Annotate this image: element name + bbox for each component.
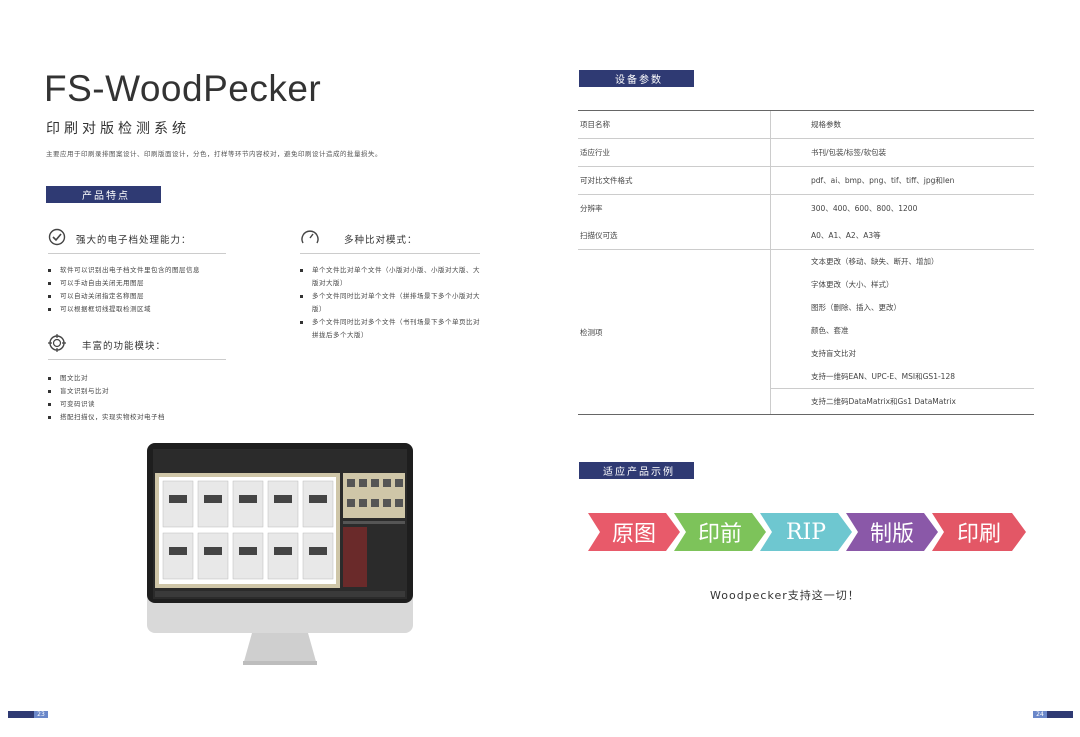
table-cell: A0、A1、A2、A3等 (811, 231, 881, 240)
feature-list: 图文比对 盲文识别与比对 可变码识读 搭配扫描仪，实现实物校对电子档 (48, 372, 226, 424)
table-cell: 支持二维码DataMatrix和Gs1 DataMatrix (811, 397, 956, 406)
feature-title: 丰富的功能模块： (82, 340, 167, 352)
list-item: 可以根据框切线提取检测区域 (48, 303, 226, 316)
table-cell: 文本更改（移动、缺失、断开、增加） (811, 257, 939, 266)
page-subtitle: 印刷对版检测系统 (46, 121, 190, 137)
process-step-4: 制版 (846, 513, 938, 551)
page-number-right: 24 (1033, 711, 1047, 718)
page-number-left: 23 (34, 711, 48, 718)
feature-block-processing: 强大的电子档处理能力： 软件可以识别出电子档文件里包含的图层信息 可以手动自由关… (48, 228, 226, 316)
table-row: 适应行业 书刊/包装/标签/软包装 (578, 139, 1034, 167)
table-cell: 支持一维码EAN、UPC-E、MSI和GS1-128 (771, 365, 1034, 389)
inspection-items: 文本更改（移动、缺失、断开、增加） 字体更改（大小、样式） 图形（删除、插入、更… (771, 250, 1034, 414)
feature-title: 强大的电子档处理能力： (76, 234, 192, 246)
spec-table: 项目名称 规格参数 适应行业 书刊/包装/标签/软包装 可对比文件格式 pdf、… (578, 110, 1034, 415)
page-title: FS-WoodPecker (44, 68, 322, 109)
table-cell: 字体更改（大小、样式） (811, 280, 894, 289)
table-cell: 分辨率 (578, 195, 771, 222)
table-header-cell: 项目名称 (578, 111, 771, 138)
table-cell: 检测项 (578, 250, 771, 414)
table-cell: 图形（删除、插入、更改） (811, 303, 901, 312)
gauge-icon (300, 228, 320, 249)
page-tab-right (1047, 711, 1073, 718)
process-step-label: 原图 (611, 522, 656, 547)
feature-heading: 强大的电子档处理能力： (48, 228, 226, 254)
process-step-label: 印前 (697, 522, 742, 547)
crosshair-icon (48, 334, 66, 355)
process-step-3: RIP (760, 513, 852, 551)
table-cell: 适应行业 (578, 139, 771, 166)
list-item: 可变码识读 (48, 398, 226, 411)
process-step-label: 制版 (869, 522, 914, 547)
table-header-row: 项目名称 规格参数 (578, 111, 1034, 139)
check-badge-icon (48, 228, 66, 249)
section-label: 适应产品示例 (603, 467, 675, 478)
list-item: 多个文件同时比对单个文件（拼排场景下多个小版对大版） (300, 290, 480, 316)
list-item: 搭配扫描仪，实现实物校对电子档 (48, 411, 226, 424)
feature-heading: 多种比对模式： (300, 228, 480, 254)
process-step-2: 印前 (674, 513, 766, 551)
page-tab-left (8, 711, 34, 718)
table-cell: 支持盲文比对 (811, 349, 856, 358)
list-item: 可以手动自由关闭无用图层 (48, 277, 226, 290)
list-item: 单个文件比对单个文件（小版对小版、小版对大版、大版对大版） (300, 264, 480, 290)
table-cell: pdf、ai、bmp、png、tif、tiff、jpg和len (811, 176, 955, 185)
list-item: 多个文件同时比对多个文件（书刊场景下多个单页比对拼拢后多个大版） (300, 316, 480, 342)
table-row: 分辨率 300、400、600、800、1200 (578, 195, 1034, 222)
slogan: Woodpecker支持这一切！ (710, 589, 860, 602)
section-label: 产品特点 (82, 191, 130, 202)
table-cell: 300、400、600、800、1200 (811, 204, 918, 213)
section-bar-features: 产品特点 (46, 186, 161, 203)
list-item: 图文比对 (48, 372, 226, 385)
process-step-label: 印刷 (956, 522, 1001, 547)
list-item: 盲文识别与比对 (48, 385, 226, 398)
section-label: 设备参数 (615, 75, 663, 86)
list-item: 软件可以识别出电子档文件里包含的图层信息 (48, 264, 226, 277)
feature-list: 单个文件比对单个文件（小版对小版、小版对大版、大版对大版） 多个文件同时比对单个… (300, 264, 480, 342)
section-bar-examples: 适应产品示例 (579, 462, 694, 479)
monitor-illustration (147, 443, 413, 665)
table-cell: 扫描仪可选 (578, 222, 771, 249)
product-description: 主要应用于印刷录排图案设计、印刷版面设计，分色，打样等环节内容校对，避免印刷设计… (46, 150, 382, 158)
table-cell: 可对比文件格式 (578, 167, 771, 194)
table-row: 扫描仪可选 A0、A1、A2、A3等 (578, 222, 1034, 250)
process-step-label: RIP (785, 519, 827, 545)
feature-title: 多种比对模式： (344, 234, 418, 246)
table-row-inspection: 检测项 文本更改（移动、缺失、断开、增加） 字体更改（大小、样式） 图形（删除、… (578, 250, 1034, 414)
list-item: 可以自动关闭指定名称图层 (48, 290, 226, 303)
table-cell: 书刊/包装/标签/软包装 (811, 148, 887, 157)
process-step-5: 印刷 (932, 513, 1026, 551)
table-row: 可对比文件格式 pdf、ai、bmp、png、tif、tiff、jpg和len (578, 167, 1034, 195)
section-bar-params: 设备参数 (579, 70, 694, 87)
feature-list: 软件可以识别出电子档文件里包含的图层信息 可以手动自由关闭无用图层 可以自动关闭… (48, 264, 226, 316)
feature-block-modules: 丰富的功能模块： 图文比对 盲文识别与比对 可变码识读 搭配扫描仪，实现实物校对… (48, 334, 226, 424)
feature-heading: 丰富的功能模块： (48, 334, 226, 360)
table-cell: 颜色、套准 (811, 326, 849, 335)
table-header-cell: 规格参数 (811, 120, 841, 129)
feature-block-modes: 多种比对模式： 单个文件比对单个文件（小版对小版、小版对大版、大版对大版） 多个… (300, 228, 480, 342)
process-step-1: 原图 (588, 513, 680, 551)
